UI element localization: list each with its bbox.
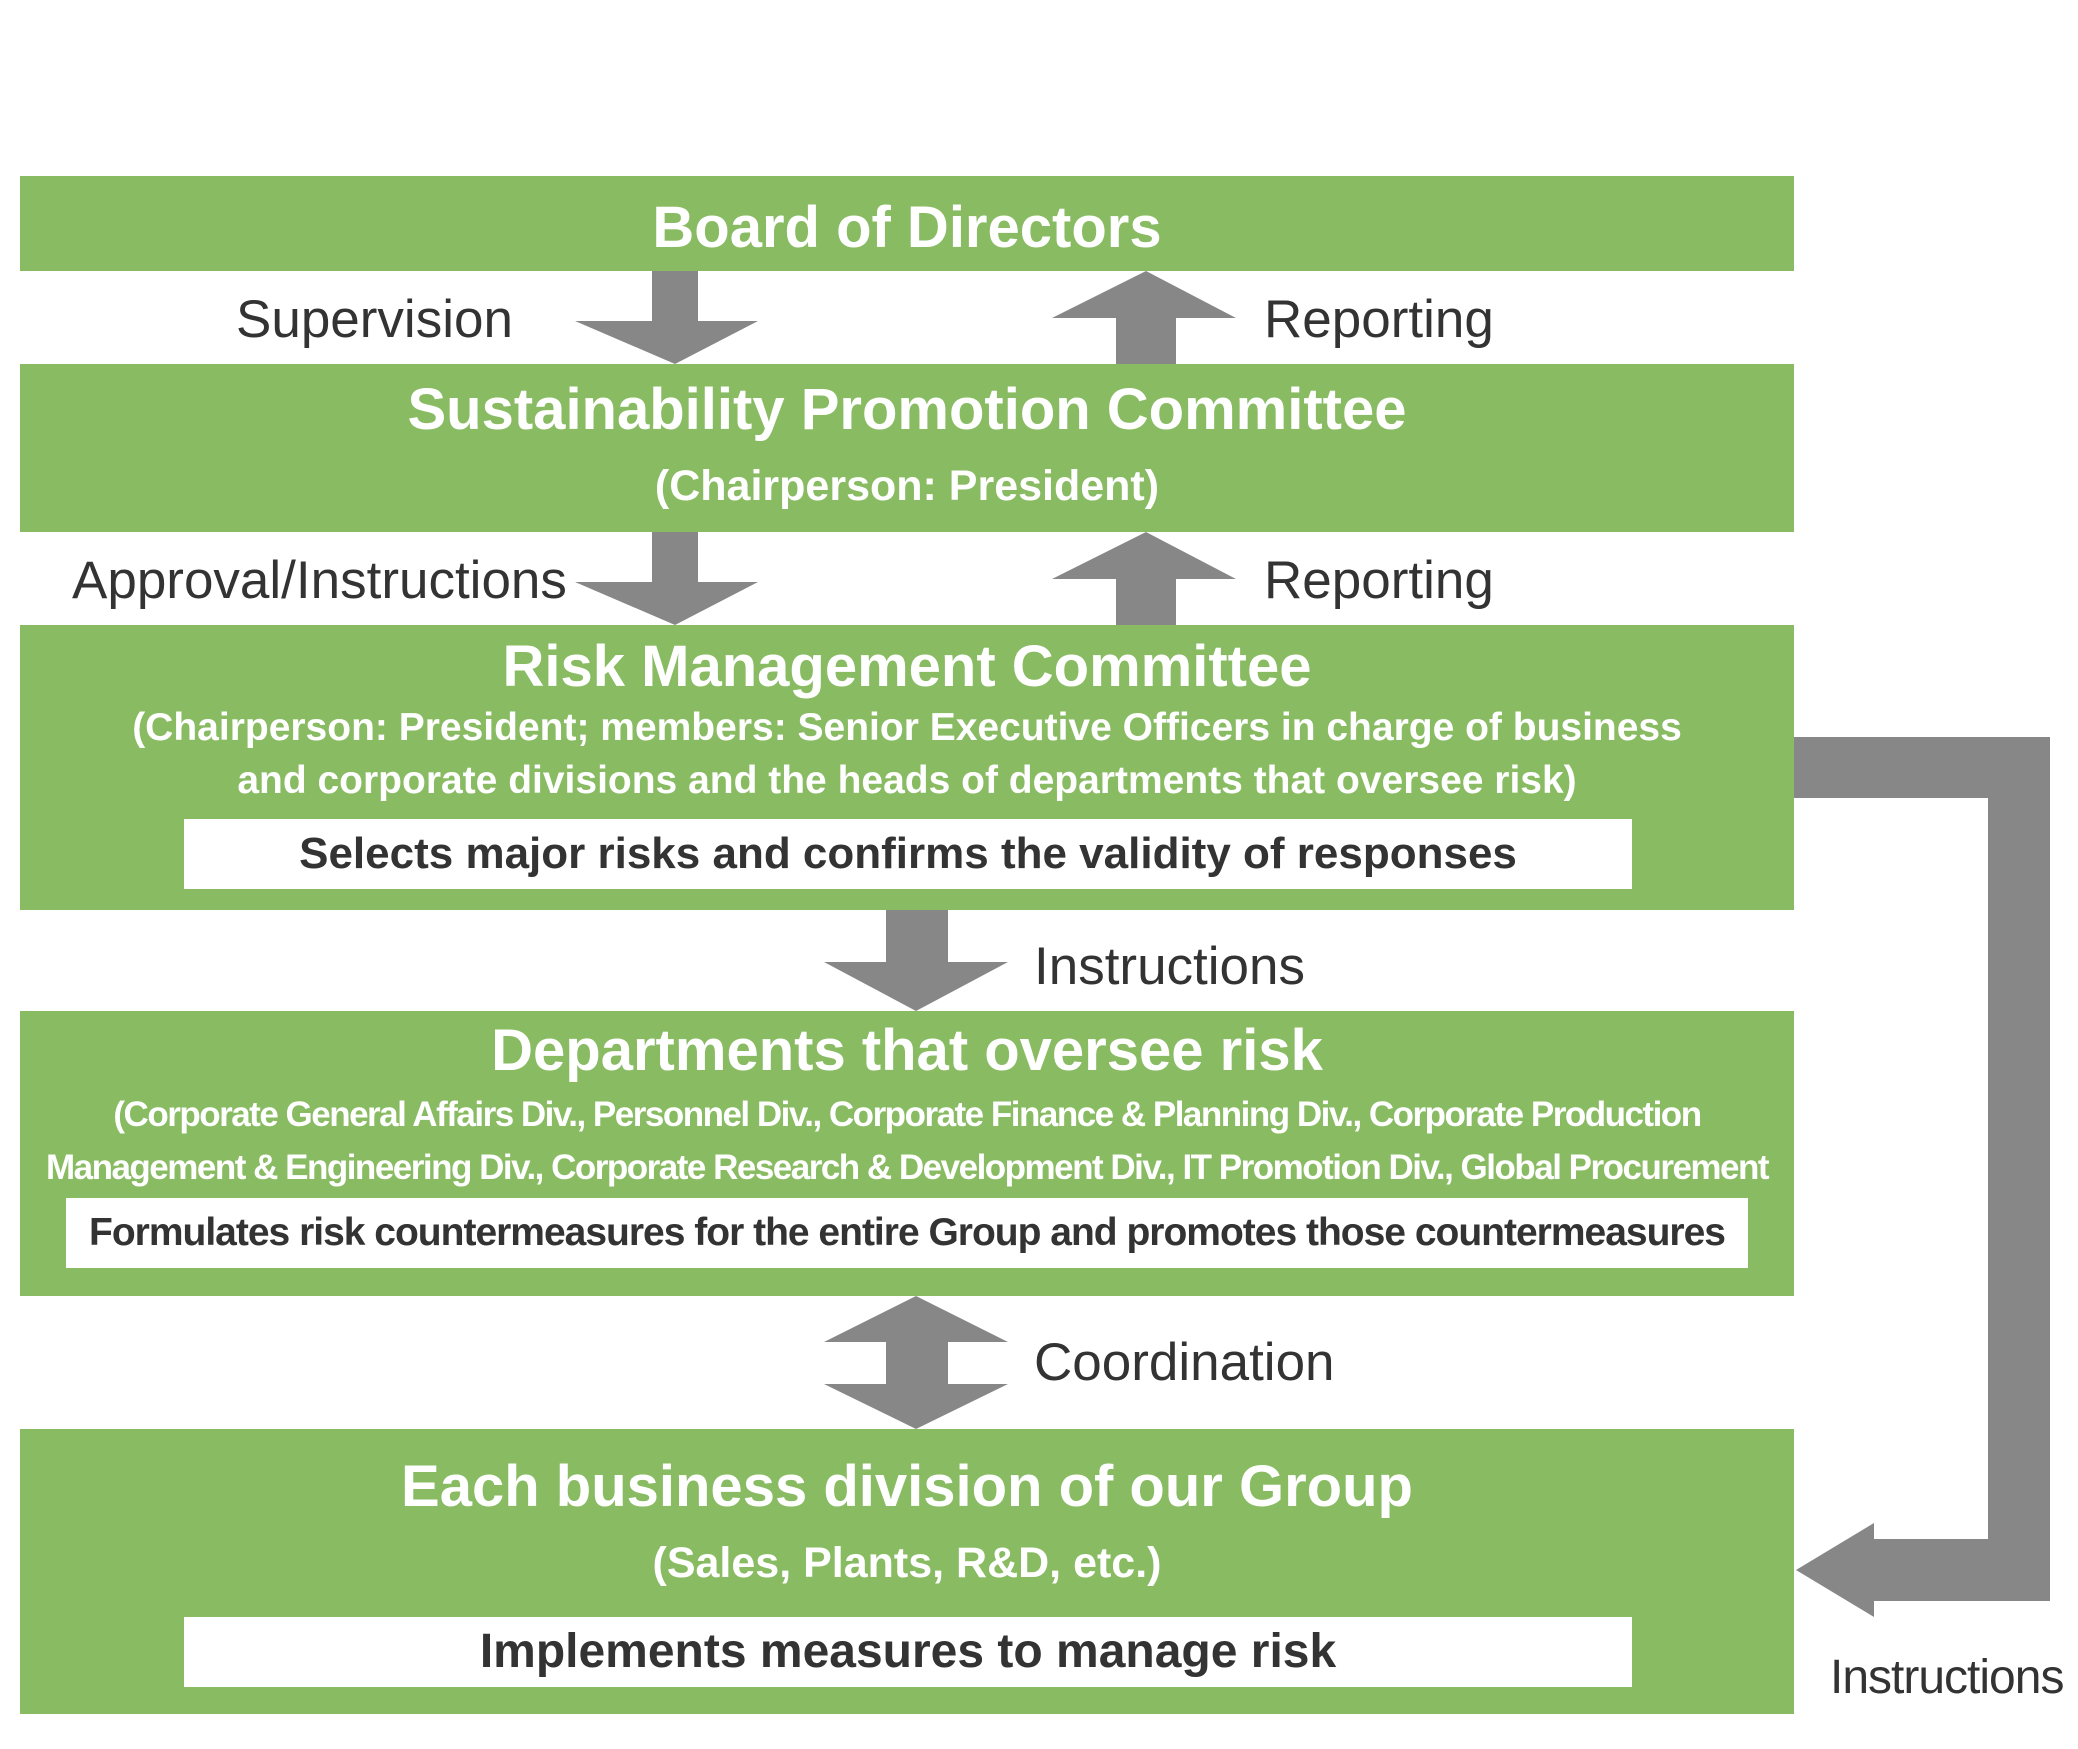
departments-title: Departments that oversee risk <box>491 1018 1323 1083</box>
risk-management-committee-box: Risk Management Committee (Chairperson: … <box>20 625 1794 910</box>
business-division-box: Each business division of our Group (Sal… <box>20 1429 1794 1714</box>
sustainability-committee-title: Sustainability Promotion Committee <box>407 377 1407 442</box>
business-division-title: Each business division of our Group <box>401 1454 1413 1519</box>
arrow-double-coordination-icon <box>824 1296 1008 1429</box>
arrow-up-reporting-2-icon <box>1052 532 1236 625</box>
risk-management-committee-subtitle: (Chairperson: President; members: Senior… <box>132 706 1682 802</box>
label-approval-instructions: Approval/Instructions <box>72 551 567 610</box>
arrow-bent-instructions-icon <box>1794 737 2050 1617</box>
label-reporting-1: Reporting <box>1264 290 1494 349</box>
business-division-role: Implements measures to manage risk <box>184 1617 1632 1687</box>
label-coordination: Coordination <box>1034 1333 1335 1392</box>
arrow-up-reporting-1-icon <box>1052 271 1236 364</box>
board-of-directors-box: Board of Directors <box>20 176 1794 271</box>
arrow-down-instructions-icon <box>824 910 1008 1011</box>
risk-management-committee-title: Risk Management Committee <box>502 634 1312 699</box>
label-instructions-right: Instructions <box>1830 1651 2064 1704</box>
label-instructions-center: Instructions <box>1034 937 1306 996</box>
business-division-subtitle: (Sales, Plants, R&D, etc.) <box>652 1539 1162 1587</box>
departments-role: Formulates risk countermeasures for the … <box>66 1198 1748 1268</box>
sustainability-committee-subtitle: (Chairperson: President) <box>654 462 1160 510</box>
arrow-down-supervision-icon <box>575 271 758 364</box>
arrow-down-approval-icon <box>575 532 758 625</box>
departments-oversee-risk-box: Departments that oversee risk (Corporate… <box>20 1011 1794 1296</box>
sustainability-committee-box: Sustainability Promotion Committee (Chai… <box>20 364 1794 532</box>
label-supervision: Supervision <box>236 290 513 349</box>
label-reporting-2: Reporting <box>1264 551 1494 610</box>
risk-management-committee-role: Selects major risks and confirms the val… <box>184 819 1632 889</box>
board-title: Board of Directors <box>652 195 1162 260</box>
